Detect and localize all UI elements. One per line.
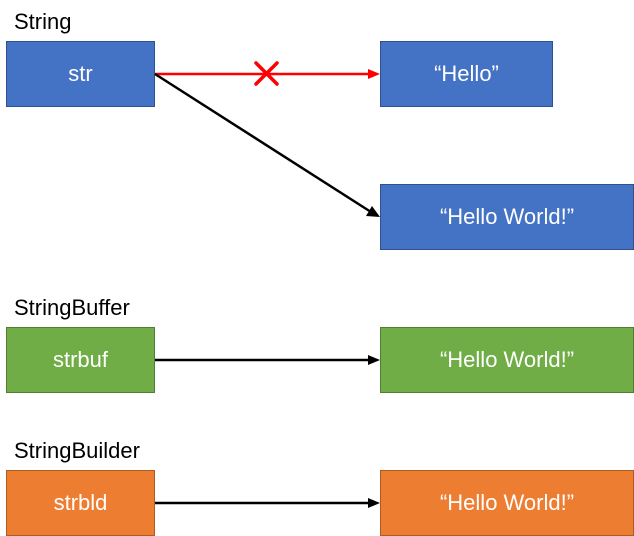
hello-world-value-label-buffer: “Hello World!”	[439, 347, 575, 372]
hello-value-box: “Hello”	[380, 41, 553, 107]
cross-icon	[254, 61, 279, 86]
hello-world-value-box-builder: “Hello World!”	[380, 470, 634, 536]
str-variable-box: str	[6, 41, 155, 107]
new-reference-arrowhead	[366, 206, 380, 217]
hello-world-value-box-buffer: “Hello World!”	[380, 327, 634, 393]
hello-world-value-label-string: “Hello World!”	[439, 204, 575, 229]
strbuf-reference-arrowhead	[368, 355, 380, 365]
str-variable-label: str	[68, 61, 93, 86]
new-reference-arrow	[154, 72, 372, 214]
stringbuilder-section-label: StringBuilder	[14, 438, 140, 463]
hello-world-value-box-string: “Hello World!”	[380, 184, 634, 250]
removed-reference-arrowhead	[368, 69, 380, 79]
strbuf-variable-label: strbuf	[52, 347, 109, 372]
strbuf-variable-box: strbuf	[6, 327, 155, 393]
strbld-variable-box: strbld	[6, 470, 155, 536]
hello-value-label: “Hello”	[434, 61, 499, 86]
strbld-variable-label: strbld	[53, 490, 108, 515]
string-section-label: String	[14, 9, 72, 34]
hello-world-value-label-builder: “Hello World!”	[439, 490, 575, 515]
strbld-reference-arrowhead	[368, 498, 380, 508]
stringbuffer-section-label: StringBuffer	[14, 295, 130, 320]
